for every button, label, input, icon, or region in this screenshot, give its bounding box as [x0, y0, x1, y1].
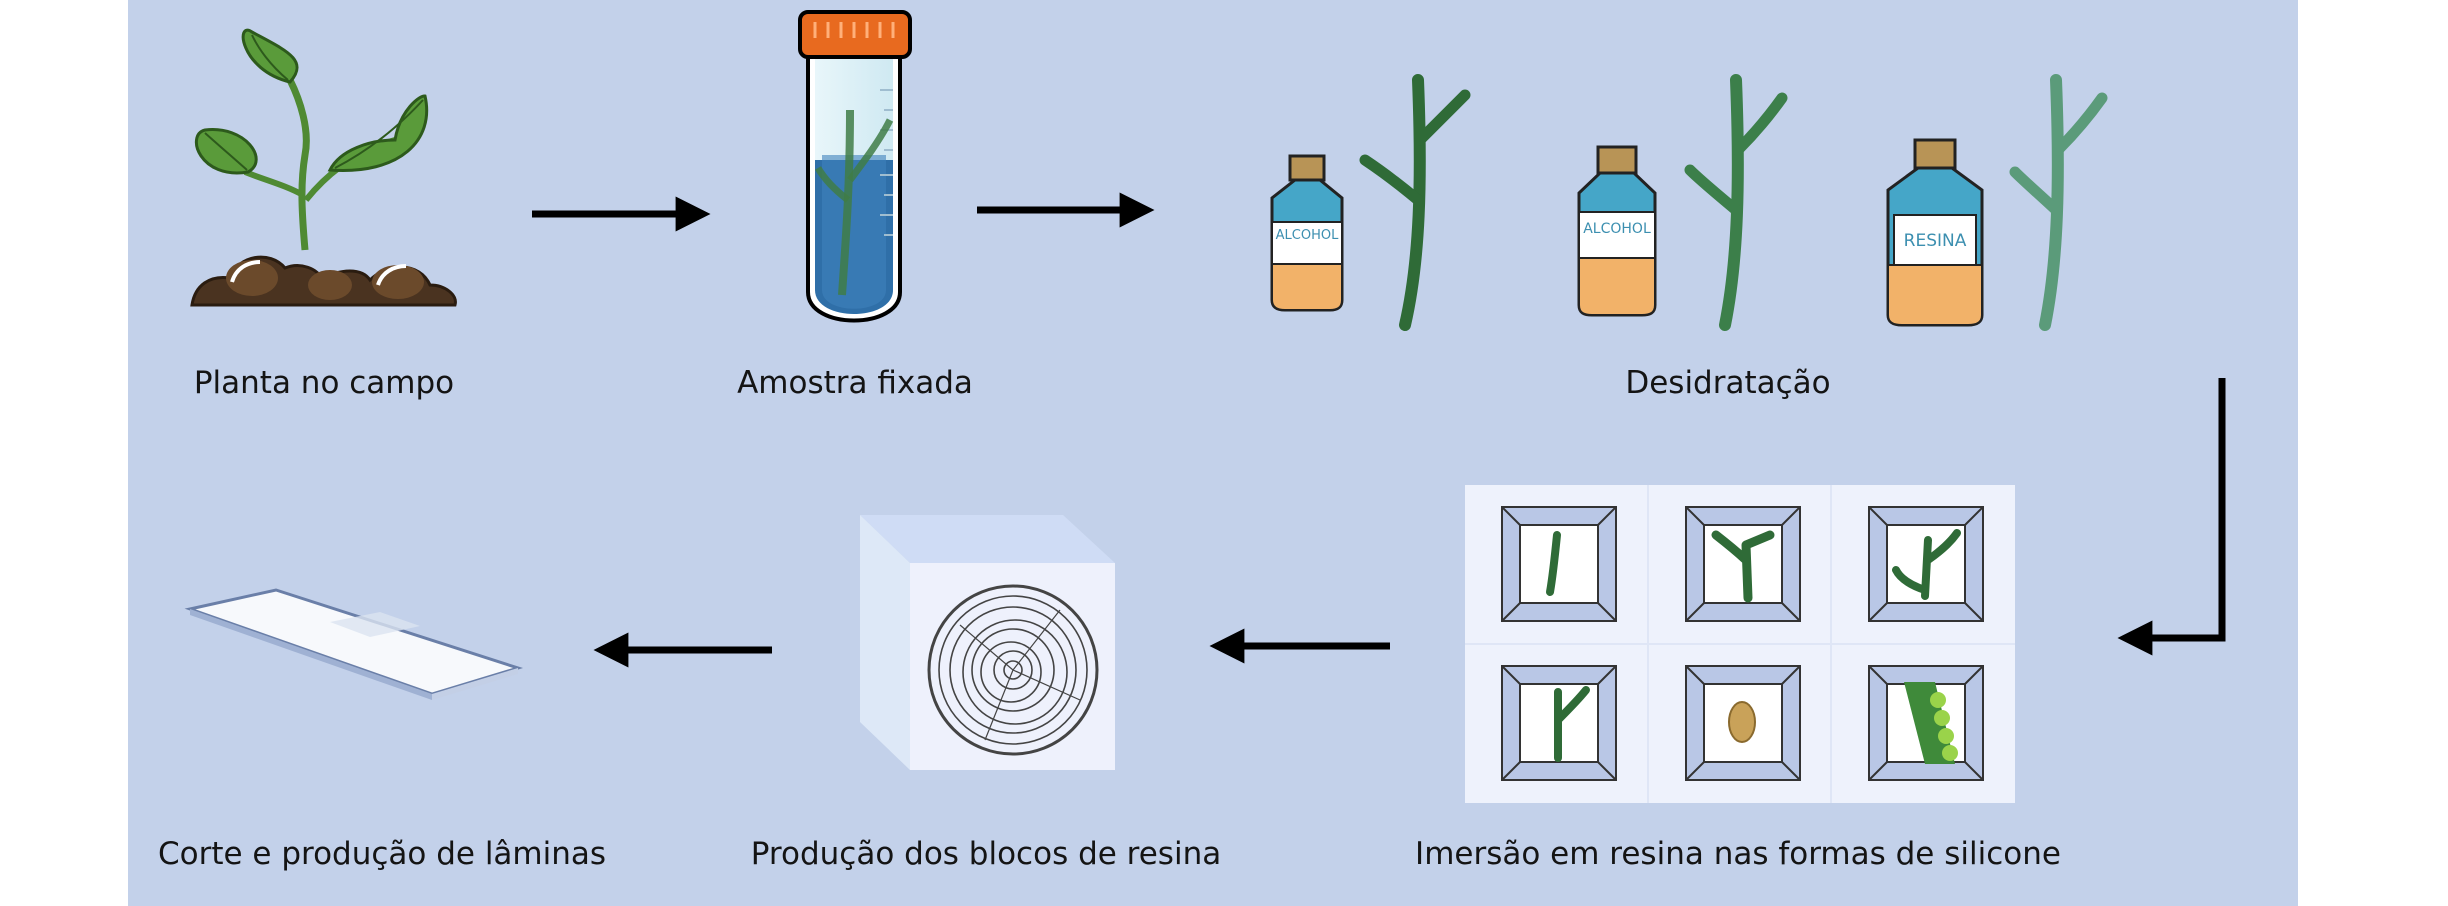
plant-sample-icon	[1359, 74, 1471, 331]
alcohol-bottle-icon: ALCOHOL	[1577, 145, 1657, 317]
bottle-label: RESINA	[1904, 231, 1967, 251]
mold-well	[1868, 506, 1984, 622]
resin-bottle-icon: RESINA	[1886, 138, 1984, 327]
plant-sample-icon	[1684, 74, 1788, 331]
step-label-desidratacao: Desidratação	[1625, 365, 1831, 401]
plant-icon	[190, 28, 457, 307]
mold-well	[1501, 506, 1617, 622]
silicone-mold-icon	[1465, 485, 2015, 803]
alcohol-bottle-icon: ALCOHOL	[1270, 154, 1344, 312]
step-label-imersao: Imersão em resina nas formas de silicone	[1415, 836, 2061, 872]
step-label-corte: Corte e produção de lâminas	[157, 836, 607, 872]
test-tube-icon	[798, 10, 912, 323]
mold-well	[1685, 665, 1801, 781]
glass-slide-icon	[184, 588, 524, 700]
resin-block-icon	[860, 515, 1115, 770]
step-label-blocos: Produção dos blocos de resina	[750, 836, 1222, 872]
bottle-label: ALCOHOL	[1276, 228, 1339, 243]
mold-well	[1501, 665, 1617, 781]
arrow-icon	[2117, 378, 2226, 656]
mold-well	[1685, 506, 1801, 622]
bottle-label: ALCOHOL	[1583, 221, 1651, 237]
step-label-amostra: Amostra fixada	[737, 365, 973, 401]
dehydration-group: ALCOHOL ALCOHOL RESINA	[1270, 74, 2108, 331]
step-label-planta: Planta no campo	[193, 365, 455, 401]
plant-sample-icon	[2009, 74, 2108, 331]
mold-well	[1868, 665, 1984, 781]
